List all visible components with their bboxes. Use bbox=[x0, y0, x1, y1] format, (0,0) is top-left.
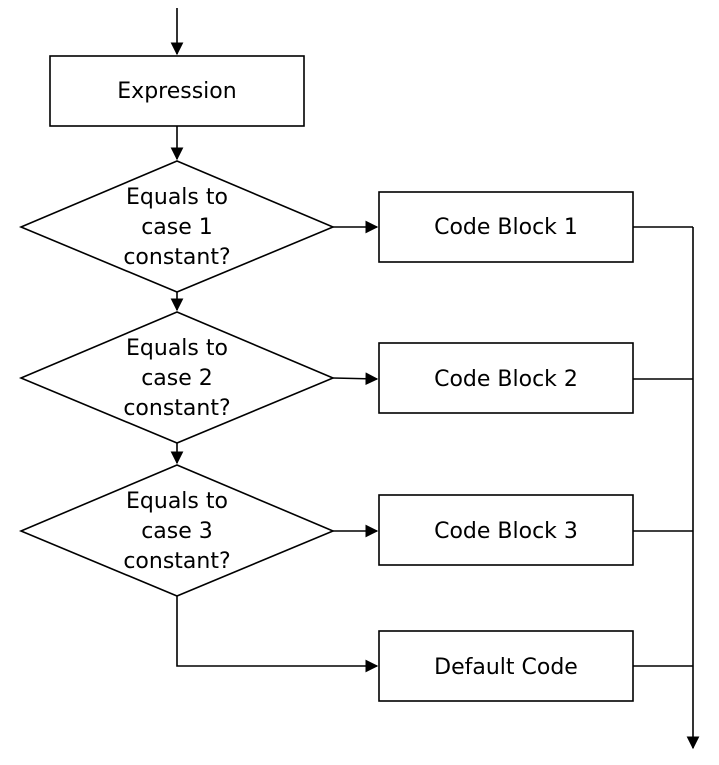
case1-line3: constant? bbox=[123, 245, 230, 270]
code-block-3-box bbox=[378, 494, 634, 566]
code-block-2-label: Code Block 2 bbox=[434, 367, 578, 392]
arrow-case2-to-block2 bbox=[332, 372, 379, 386]
case2-line3: constant? bbox=[123, 396, 230, 421]
default-code-box bbox=[378, 630, 634, 702]
case2-line2: case 2 bbox=[141, 366, 213, 391]
code-block-1-box bbox=[378, 191, 634, 263]
case1-line1: Equals to bbox=[126, 185, 228, 210]
expression-label: Expression bbox=[117, 79, 236, 104]
case1-line2: case 1 bbox=[141, 215, 213, 240]
arrow-case3-to-default bbox=[176, 596, 379, 673]
case3-line3: constant? bbox=[123, 549, 230, 574]
default-code-label: Default Code bbox=[434, 655, 578, 680]
case3-line1: Equals to bbox=[126, 489, 228, 514]
case3-line2: case 3 bbox=[141, 519, 213, 544]
code-block-1-label: Code Block 1 bbox=[434, 215, 578, 240]
code-block-2-box bbox=[378, 342, 634, 414]
case2-line1: Equals to bbox=[126, 336, 228, 361]
code-block-3-label: Code Block 3 bbox=[434, 519, 578, 544]
